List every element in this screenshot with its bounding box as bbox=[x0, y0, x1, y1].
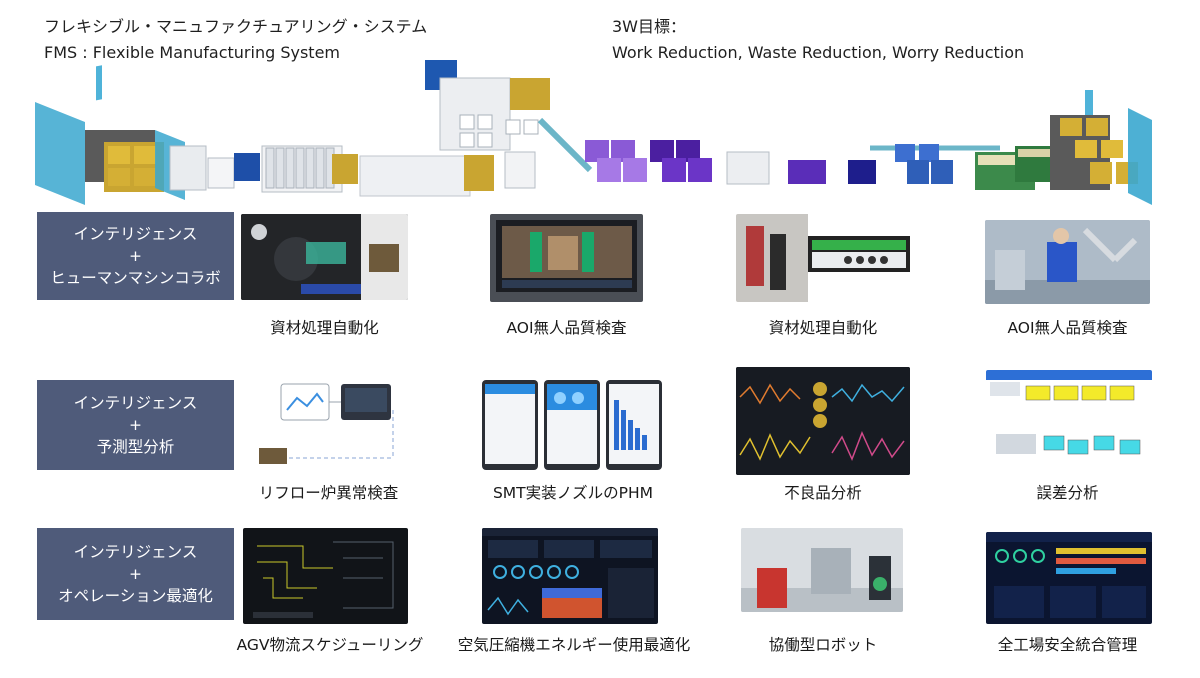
caption-r3-c2: 空気圧縮機エネルギー使用最適化 bbox=[457, 636, 691, 654]
row-label-operation: インテリジェンス + オペレーション最適化 bbox=[37, 528, 234, 620]
caption-r1-c1: 資材処理自動化 bbox=[270, 319, 379, 337]
caption-r1-c2: AOI無人品質検査 bbox=[506, 319, 627, 337]
aoi-inspection-photo-2 bbox=[985, 220, 1150, 304]
caption-r1-c3: 資材処理自動化 bbox=[768, 319, 878, 337]
fms-title-jp: フレキシブル・マニュファクチュアリング・システム bbox=[44, 17, 428, 36]
production-line-illustration bbox=[35, 60, 1152, 205]
row-label-line1: インテリジェンス bbox=[73, 225, 198, 243]
defect-analysis-dashboard bbox=[736, 367, 910, 475]
row-label-human-machine: インテリジェンス + ヒューマンマシンコラボ bbox=[37, 212, 234, 300]
caption-r2-c2: SMT実装ノズルのPHM bbox=[492, 484, 654, 502]
collaborative-robot-photo bbox=[741, 528, 903, 612]
caption-r3-c1: AGV物流スケジューリング bbox=[236, 636, 424, 654]
goal-title-en: Work Reduction, Waste Reduction, Worry R… bbox=[612, 43, 1025, 62]
row-label-line1: インテリジェンス bbox=[73, 543, 198, 561]
caption-r3-c3: 協働型ロボット bbox=[768, 636, 878, 654]
row-label-line2: ヒューマンマシンコラボ bbox=[50, 269, 221, 287]
fms-title-en: FMS : Flexible Manufacturing System bbox=[44, 43, 340, 62]
row-label-predictive: インテリジェンス + 予測型分析 bbox=[37, 380, 234, 470]
error-analysis-flowchart bbox=[986, 370, 1152, 468]
aoi-inspection-photo-1 bbox=[490, 214, 643, 302]
goal-title: 3W目標： Work Reduction, Waste Reduction, W… bbox=[612, 14, 1024, 66]
row-label-plus: + bbox=[129, 247, 142, 265]
goal-title-jp: 3W目標： bbox=[612, 17, 687, 36]
reflow-oven-diagram bbox=[253, 380, 403, 472]
caption-r2-c3: 不良品分析 bbox=[784, 484, 862, 502]
caption-r2-c1: リフロー炉異常検査 bbox=[258, 484, 399, 502]
caption-r2-c4: 誤差分析 bbox=[1036, 484, 1099, 502]
row-label-line2: オペレーション最適化 bbox=[58, 587, 213, 605]
caption-r3-c4: 全工場安全統合管理 bbox=[997, 636, 1138, 654]
fms-title: フレキシブル・マニュファクチュアリング・システム FMS : Flexible … bbox=[44, 14, 427, 66]
row-label-line2: 予測型分析 bbox=[96, 438, 175, 456]
material-handling-photo bbox=[241, 214, 408, 300]
smt-nozzle-phm-screens bbox=[482, 380, 662, 470]
row-label-line1: インテリジェンス bbox=[73, 394, 198, 412]
row-label-plus: + bbox=[129, 416, 142, 434]
factory-safety-dashboard bbox=[986, 532, 1152, 624]
material-handling-photo-2 bbox=[736, 214, 910, 302]
air-compressor-energy-dashboard bbox=[482, 528, 658, 624]
caption-r1-c4: AOI無人品質検査 bbox=[1007, 319, 1128, 337]
agv-scheduling-map bbox=[243, 528, 408, 624]
row-label-plus: + bbox=[129, 565, 142, 583]
